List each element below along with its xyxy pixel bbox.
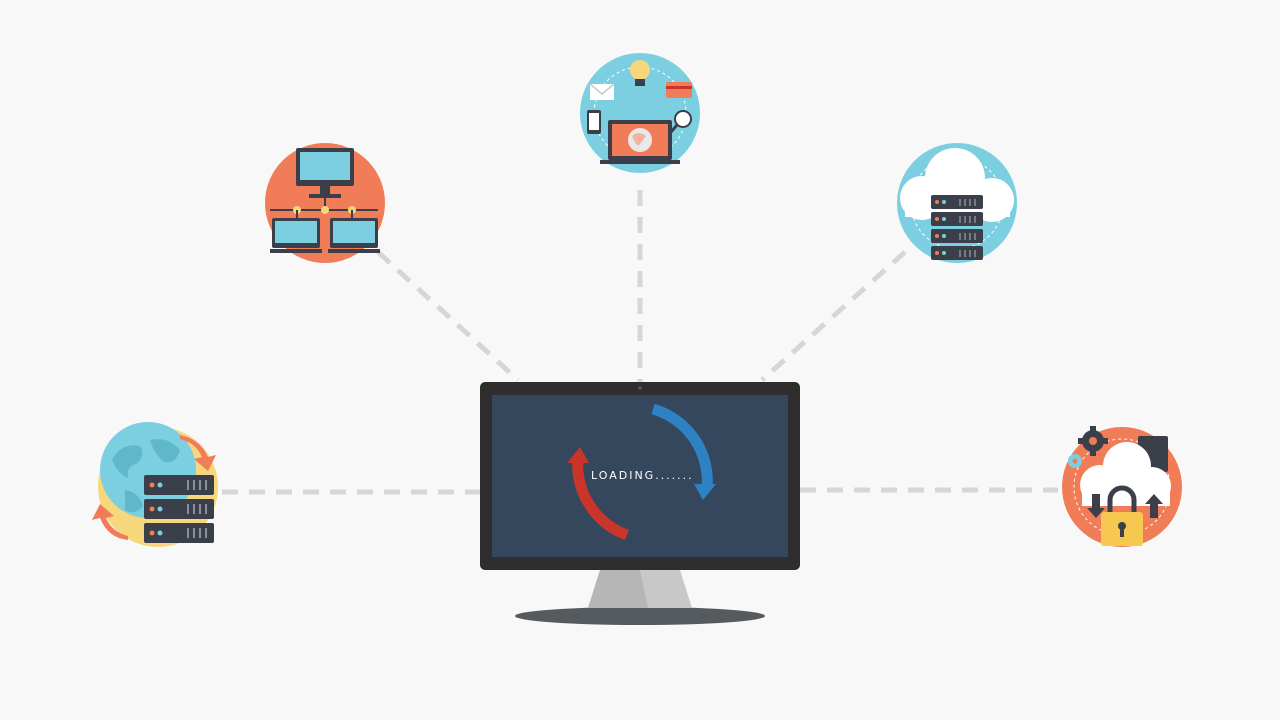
connector-top-right: [760, 250, 907, 382]
global-hosting-icon: [92, 422, 218, 547]
central-monitor: LOADING.......: [480, 382, 800, 625]
connector-lines: [222, 190, 1058, 495]
monitor-screen: [492, 395, 788, 557]
web-services-icon: [580, 53, 700, 173]
monitor-base: [515, 607, 765, 625]
network-computers-icon: [265, 143, 385, 263]
cloud-server-icon: [897, 143, 1017, 263]
refresh-arrow-red-icon: [572, 457, 630, 541]
loading-text: LOADING.......: [591, 469, 694, 482]
connector-top-left: [376, 250, 520, 382]
monitor-camera: [638, 386, 642, 390]
refresh-arrow-blue-icon: [651, 403, 713, 489]
cloud-security-icon: [1062, 426, 1182, 547]
